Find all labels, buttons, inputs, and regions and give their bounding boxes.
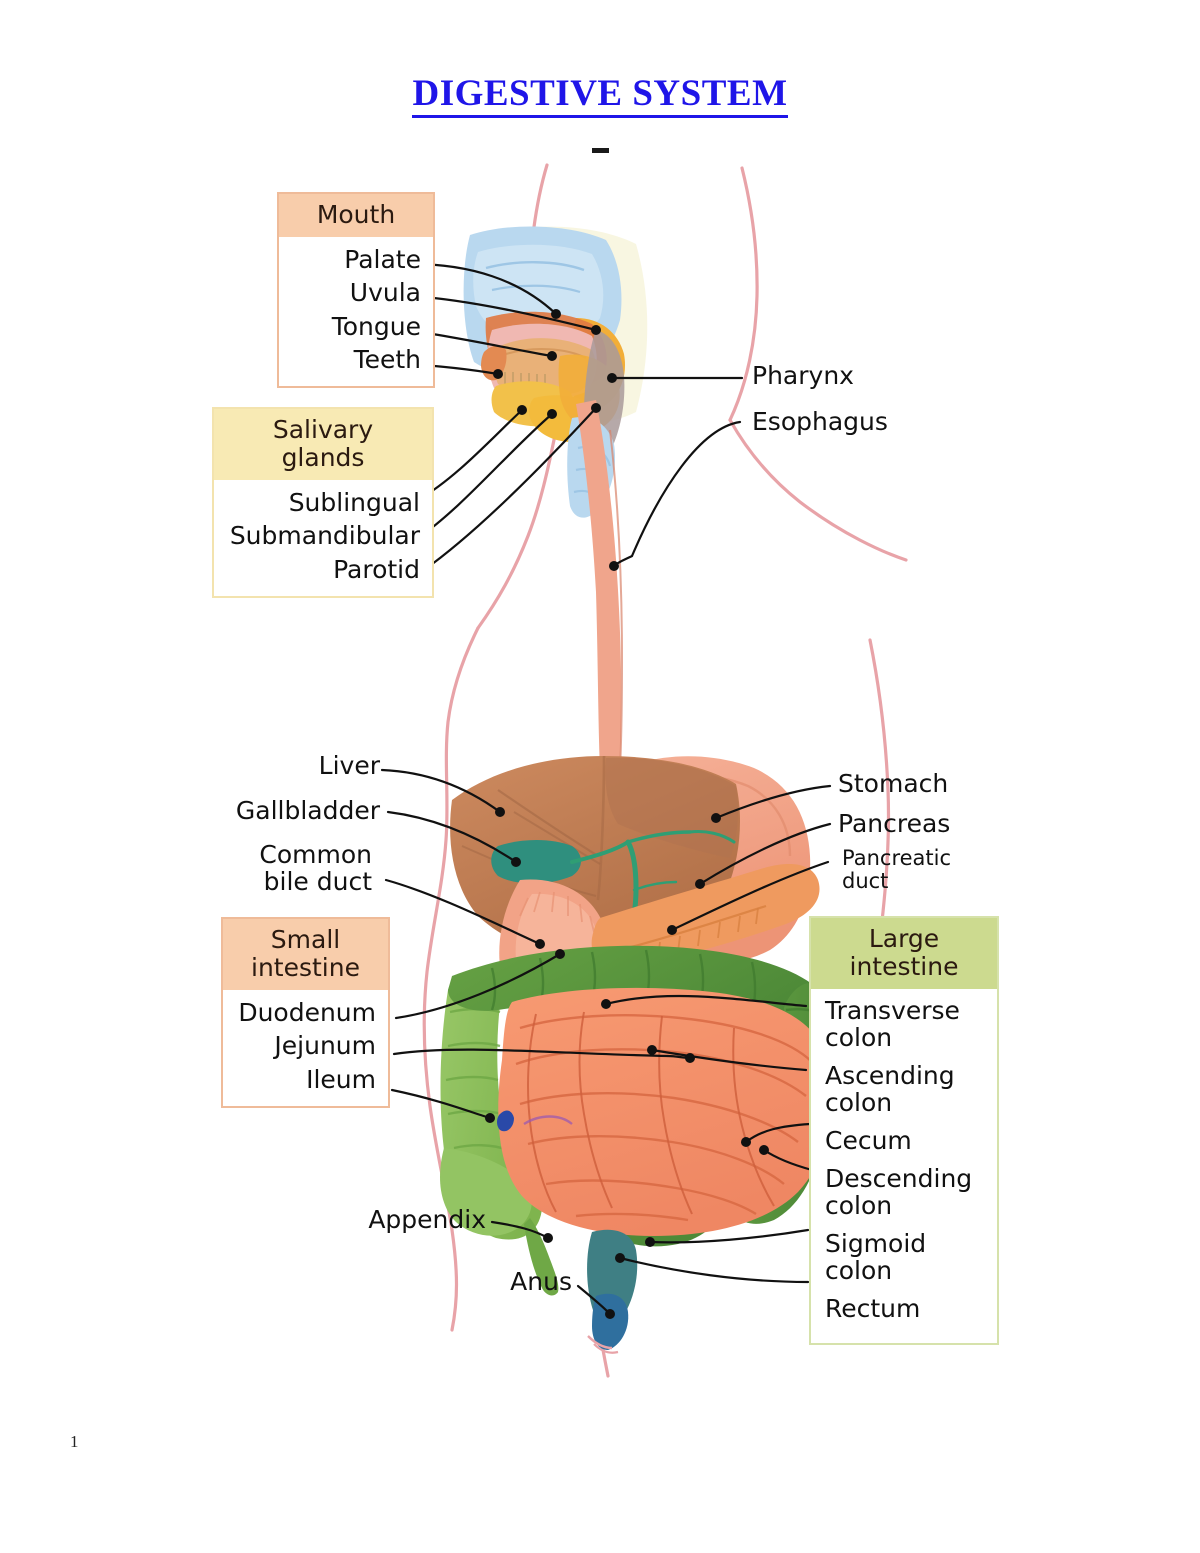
- small-intestine-shape: [497, 987, 833, 1236]
- common-bile-duct-line1: Common: [259, 840, 372, 869]
- leader-ileum: [390, 1088, 492, 1120]
- large-intestine-item-rectum[interactable]: Rectum: [825, 1295, 991, 1322]
- large-intestine-item-transverse-colon[interactable]: Transverse colon: [825, 997, 991, 1051]
- mouth-box-items: Palate Uvula Tongue Teeth: [279, 237, 433, 386]
- salivary-box-header: Salivary glands: [214, 409, 432, 480]
- small-intestine-header-line2: intestine: [251, 953, 360, 982]
- pancreatic-duct-line1: Pancreatic: [842, 846, 952, 870]
- label-common-bile-duct[interactable]: Common bile duct: [192, 840, 372, 896]
- anus-shape: [592, 1293, 629, 1350]
- descending-colon-line1: Descending: [825, 1164, 973, 1193]
- title-dash-mark: [592, 148, 609, 153]
- mouth-item-teeth[interactable]: Teeth: [353, 344, 421, 374]
- rectum-anus-shape: [587, 1229, 638, 1354]
- small-intestine-item-jejunum[interactable]: Jejunum: [274, 1031, 376, 1061]
- small-intestine-box-items: Duodenum Jejunum Ileum: [223, 990, 388, 1106]
- leader-stomach: [714, 784, 832, 820]
- leader-sigmoid-colon: [648, 1228, 810, 1244]
- sigmoid-colon-line2: colon: [825, 1256, 893, 1285]
- transverse-colon-line1: Transverse: [825, 996, 960, 1025]
- leader-rectum: [618, 1256, 810, 1284]
- leader-lines: [380, 262, 832, 1319]
- callout-box-mouth[interactable]: Mouth Palate Uvula Tongue Teeth: [277, 192, 435, 388]
- small-intestine-header-line1: Small: [270, 925, 341, 954]
- label-pancreas[interactable]: Pancreas: [838, 809, 951, 838]
- page-title-text: DIGESTIVE SYSTEM: [412, 73, 788, 118]
- leader-parotid: [422, 406, 598, 572]
- large-intestine-box-items: Transverse colon Ascending colon Cecum D…: [811, 989, 997, 1343]
- leader-gallbladder: [386, 810, 518, 864]
- mouth-box-header: Mouth: [279, 194, 433, 237]
- rectum-line1: Rectum: [825, 1294, 921, 1323]
- leader-pancreatic-duct: [670, 860, 830, 932]
- ascending-colon-line2: colon: [825, 1088, 893, 1117]
- leader-liver: [380, 768, 502, 814]
- small-intestine-item-duodenum[interactable]: Duodenum: [238, 998, 376, 1027]
- mouth-item-palate[interactable]: Palate: [344, 245, 421, 274]
- large-intestine-header-line2: intestine: [849, 952, 959, 981]
- leader-cecum: [744, 1122, 812, 1144]
- pancreatic-duct-line2: duct: [842, 868, 889, 893]
- label-appendix[interactable]: Appendix: [368, 1205, 486, 1234]
- sigmoid-colon-line1: Sigmoid: [825, 1229, 927, 1258]
- label-gallbladder[interactable]: Gallbladder: [235, 796, 380, 825]
- leader-common-bile-duct: [384, 878, 542, 946]
- large-intestine-item-descending-colon[interactable]: Descending colon: [825, 1165, 991, 1219]
- salivary-item-parotid[interactable]: Parotid: [333, 554, 420, 584]
- large-intestine-item-ascending-colon[interactable]: Ascending colon: [825, 1062, 991, 1116]
- salivary-box-items: Sublingual Submandibular Parotid: [214, 480, 432, 596]
- label-anus[interactable]: Anus: [510, 1267, 572, 1296]
- leader-transverse-colon: [604, 994, 808, 1008]
- callout-box-small-intestine[interactable]: Small intestine Duodenum Jejunum Ileum: [221, 917, 390, 1108]
- label-esophagus[interactable]: Esophagus: [752, 407, 888, 436]
- mouth-item-uvula[interactable]: Uvula: [349, 278, 421, 308]
- page-title: DIGESTIVE SYSTEM: [0, 72, 1200, 118]
- label-stomach[interactable]: Stomach: [838, 769, 949, 798]
- descending-colon-line2: colon: [825, 1191, 893, 1220]
- cecum-line1: Cecum: [825, 1126, 912, 1155]
- salivary-header-line1: Salivary: [272, 415, 374, 444]
- small-intestine-box-header: Small intestine: [223, 919, 388, 990]
- ileocecal-marker: [497, 1110, 514, 1132]
- large-intestine-item-sigmoid-colon[interactable]: Sigmoid colon: [825, 1230, 991, 1284]
- mouth-item-tongue[interactable]: Tongue: [331, 311, 421, 341]
- gallbladder-shape: [491, 840, 581, 884]
- leader-duodenum: [394, 952, 562, 1020]
- ascending-colon-line1: Ascending: [825, 1061, 955, 1090]
- page-number: 1: [70, 1432, 79, 1451]
- leader-anus: [576, 1284, 610, 1314]
- label-pancreatic-duct[interactable]: Pancreatic duct: [842, 847, 951, 892]
- large-intestine-header-line1: Large: [868, 924, 940, 953]
- transverse-colon-line2: colon: [825, 1023, 893, 1052]
- leader-ascending-colon: [650, 1048, 808, 1072]
- salivary-header-line2: glands: [281, 443, 365, 472]
- salivary-item-submandibular[interactable]: Submandibular: [229, 521, 420, 551]
- common-bile-duct-line2: bile duct: [263, 866, 372, 896]
- label-pharynx[interactable]: Pharynx: [752, 361, 854, 390]
- small-intestine-item-ileum[interactable]: Ileum: [306, 1064, 376, 1094]
- label-liver[interactable]: Liver: [318, 751, 380, 780]
- appendix-shape: [524, 1218, 559, 1296]
- callout-box-large-intestine[interactable]: Large intestine Transverse colon Ascendi…: [809, 916, 999, 1345]
- leader-pancreas: [698, 822, 832, 886]
- callout-box-salivary-glands[interactable]: Salivary glands Sublingual Submandibular…: [212, 407, 434, 598]
- leader-jejunum: [392, 1048, 670, 1058]
- esophagus-shape: [576, 400, 622, 772]
- leader-esophagus: [630, 420, 742, 558]
- salivary-item-sublingual[interactable]: Sublingual: [288, 488, 420, 517]
- large-intestine-item-cecum[interactable]: Cecum: [825, 1127, 991, 1154]
- large-intestine-box-header: Large intestine: [811, 918, 997, 989]
